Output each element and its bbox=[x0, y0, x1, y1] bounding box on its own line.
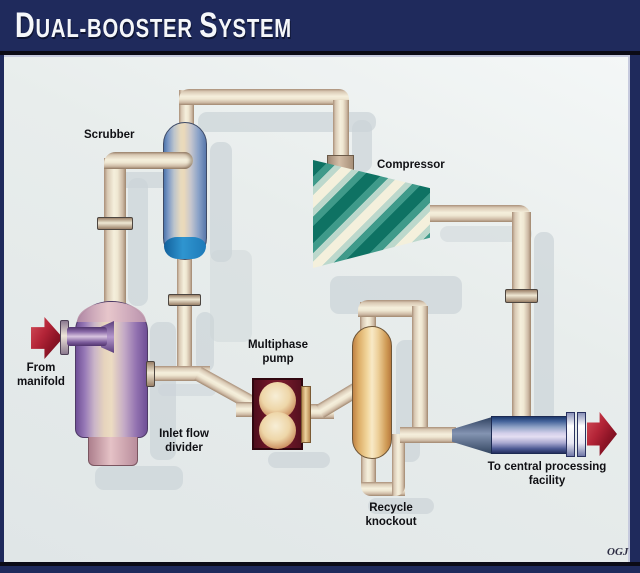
pipe-overhead-run bbox=[179, 89, 349, 105]
credit-ogj: OGJ bbox=[607, 546, 629, 558]
label-to-central-processing: To central processing facility bbox=[462, 460, 632, 488]
shadow bbox=[95, 466, 183, 490]
recycle-knockout-vessel bbox=[352, 326, 392, 459]
outlet-flange-1 bbox=[566, 412, 575, 457]
right-highlight-line bbox=[628, 55, 630, 563]
label-line: facility bbox=[528, 475, 566, 487]
inlet-flow-divider-base bbox=[88, 437, 138, 466]
label-line: To central processing bbox=[487, 461, 607, 473]
bottom-border-line bbox=[0, 562, 640, 566]
pump-lobe-bottom bbox=[259, 412, 296, 449]
label-line: knockout bbox=[365, 516, 417, 528]
shadow bbox=[210, 142, 232, 262]
pump-discharge-plate bbox=[301, 386, 311, 443]
shadow bbox=[158, 384, 216, 396]
shadow bbox=[198, 112, 376, 132]
label-compressor: Compressor bbox=[377, 159, 445, 171]
title-separator-line bbox=[0, 51, 640, 55]
title-part-1: UAL-BOOSTER bbox=[35, 13, 200, 43]
inlet-flow-divider-dome bbox=[77, 302, 146, 322]
shadow bbox=[534, 232, 554, 422]
label-scrubber: Scrubber bbox=[84, 129, 135, 141]
flange-scrubber-bottoms bbox=[168, 294, 201, 306]
title-initial-1: D bbox=[15, 6, 36, 45]
outlet-flange-2 bbox=[577, 412, 586, 457]
shadow bbox=[440, 226, 532, 242]
flange-divider-outlet bbox=[146, 361, 155, 387]
pipe-knockout-overhead bbox=[358, 300, 428, 317]
top-highlight-line bbox=[4, 55, 628, 57]
shadow bbox=[352, 120, 372, 172]
pipe-divider-to-scrubber bbox=[104, 152, 193, 169]
pipe-compressor-inlet bbox=[333, 100, 349, 164]
label-line: Multiphase bbox=[247, 339, 309, 351]
pipe-bottom-loop-riser bbox=[392, 434, 405, 496]
label-line: divider bbox=[165, 442, 203, 454]
title-initial-2: S bbox=[199, 6, 219, 45]
label-multiphase-pump: Multiphase pump bbox=[232, 338, 324, 366]
label-line: Inlet flow bbox=[159, 428, 209, 440]
pipe-scrubber-bottoms bbox=[177, 254, 192, 370]
label-line: Recycle bbox=[369, 502, 413, 514]
pipe-outlet-header bbox=[400, 427, 456, 443]
flange-divider-riser bbox=[97, 217, 133, 230]
shadow bbox=[368, 498, 434, 514]
label-recycle-knockout: Recycle knockout bbox=[350, 501, 432, 529]
label-line: pump bbox=[262, 353, 294, 365]
pipe-compressor-discharge bbox=[428, 205, 531, 222]
shadow bbox=[196, 312, 214, 372]
label-line: From bbox=[26, 362, 56, 374]
outlet-pipeline-body bbox=[491, 416, 568, 454]
pipe-knockout-bottoms bbox=[361, 452, 376, 486]
manifold-nozzle-tube bbox=[67, 327, 107, 346]
pipe-discharge-downcomer bbox=[512, 212, 531, 422]
title-part-2: YSTEM bbox=[218, 13, 292, 43]
shadow bbox=[268, 452, 330, 468]
shadow bbox=[128, 178, 148, 306]
label-from-manifold: From manifold bbox=[2, 361, 80, 389]
label-line: manifold bbox=[17, 376, 65, 388]
page-title: DUAL-BOOSTER SYSTEM bbox=[15, 6, 292, 46]
pipe-knockout-downcomer bbox=[412, 306, 428, 438]
flange-discharge-downcomer bbox=[505, 289, 538, 303]
scrubber-liquid-cap bbox=[164, 237, 206, 259]
shadow bbox=[210, 250, 252, 342]
pipe-divider-outlet bbox=[146, 366, 210, 381]
pipe-divider-riser bbox=[104, 158, 126, 304]
label-inlet-flow-divider: Inlet flow divider bbox=[146, 427, 222, 455]
